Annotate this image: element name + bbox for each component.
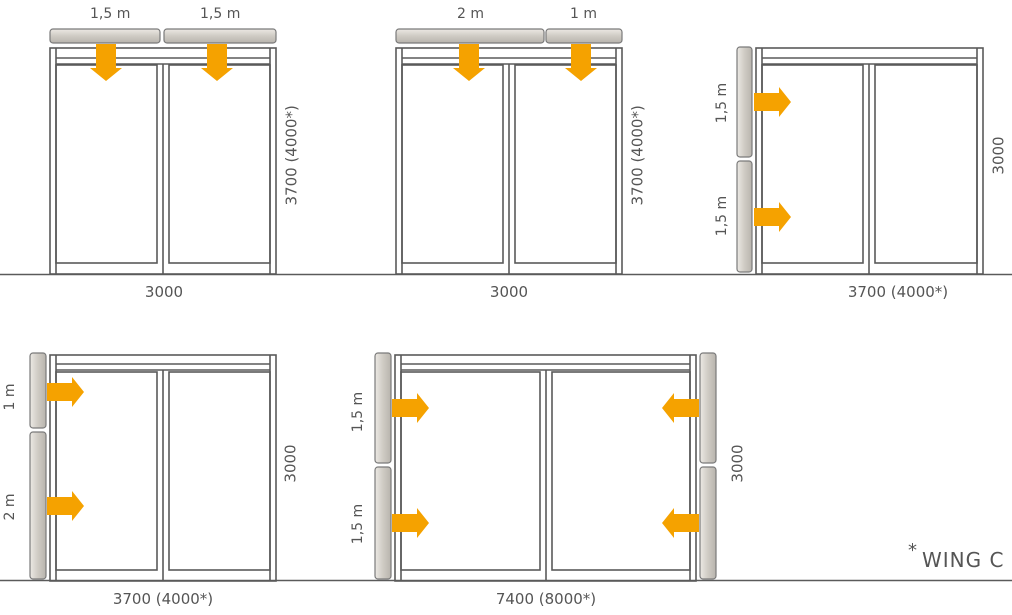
- unit-length-label: 1,5 m: [350, 503, 366, 545]
- airflow-arrow-icon: [201, 44, 233, 81]
- height-dimension-label: 3700 (4000*): [628, 105, 647, 206]
- air-curtain-unit: [29, 431, 47, 580]
- door-frame-4: [49, 354, 277, 582]
- airflow-arrow-icon: [392, 508, 429, 538]
- airflow-arrow-icon: [662, 393, 699, 423]
- air-curtain-unit: [49, 28, 161, 44]
- airflow-arrow-icon: [453, 44, 485, 81]
- width-dimension-label: 3000: [144, 283, 184, 301]
- unit-length-label: 1,5 m: [714, 195, 730, 237]
- air-curtain-unit: [699, 352, 717, 464]
- door-frame-3: [755, 47, 984, 275]
- unit-length-label: 1 m: [2, 383, 18, 411]
- air-curtain-unit: [545, 28, 623, 44]
- airflow-arrow-icon: [392, 393, 429, 423]
- air-curtain-unit: [29, 352, 47, 429]
- unit-length-label: 1 m: [570, 6, 597, 22]
- width-dimension-label: 7400 (8000*): [495, 590, 597, 608]
- air-curtain-unit: [736, 46, 753, 158]
- door-frame-2: [395, 47, 623, 275]
- height-dimension-label: 3000: [281, 444, 300, 483]
- height-dimension-label: 3000: [728, 444, 747, 483]
- unit-length-label: 2 m: [457, 6, 484, 22]
- air-curtain-unit: [395, 28, 545, 44]
- airflow-arrow-icon: [662, 508, 699, 538]
- air-curtain-unit: [163, 28, 277, 44]
- footnote-star: *: [908, 540, 917, 561]
- unit-length-label: 1,5 m: [714, 82, 730, 124]
- unit-length-label: 1,5 m: [200, 6, 241, 22]
- airflow-arrow-icon: [565, 44, 597, 81]
- airflow-arrow-icon: [90, 44, 122, 81]
- air-curtain-unit: [374, 352, 392, 464]
- unit-length-label: 1,5 m: [90, 6, 131, 22]
- height-dimension-label: 3700 (4000*): [282, 105, 301, 206]
- width-dimension-label: 3000: [489, 283, 529, 301]
- door-frame-5: [394, 354, 697, 582]
- airflow-arrow-icon: [754, 202, 791, 232]
- unit-length-label: 2 m: [2, 493, 18, 521]
- air-curtain-unit: [374, 466, 392, 580]
- airflow-arrow-icon: [754, 87, 791, 117]
- unit-length-label: 1,5 m: [350, 391, 366, 433]
- airflow-arrow-icon: [47, 377, 84, 407]
- height-dimension-label: 3000: [989, 136, 1008, 175]
- width-dimension-label: 3700 (4000*): [847, 283, 949, 301]
- airflow-arrow-icon: [47, 491, 84, 521]
- air-curtain-unit: [736, 160, 753, 273]
- door-frame-1: [49, 47, 277, 275]
- air-curtain-unit: [699, 466, 717, 580]
- width-dimension-label: 3700 (4000*): [112, 590, 214, 608]
- footnote-text: WING C: [922, 548, 1005, 572]
